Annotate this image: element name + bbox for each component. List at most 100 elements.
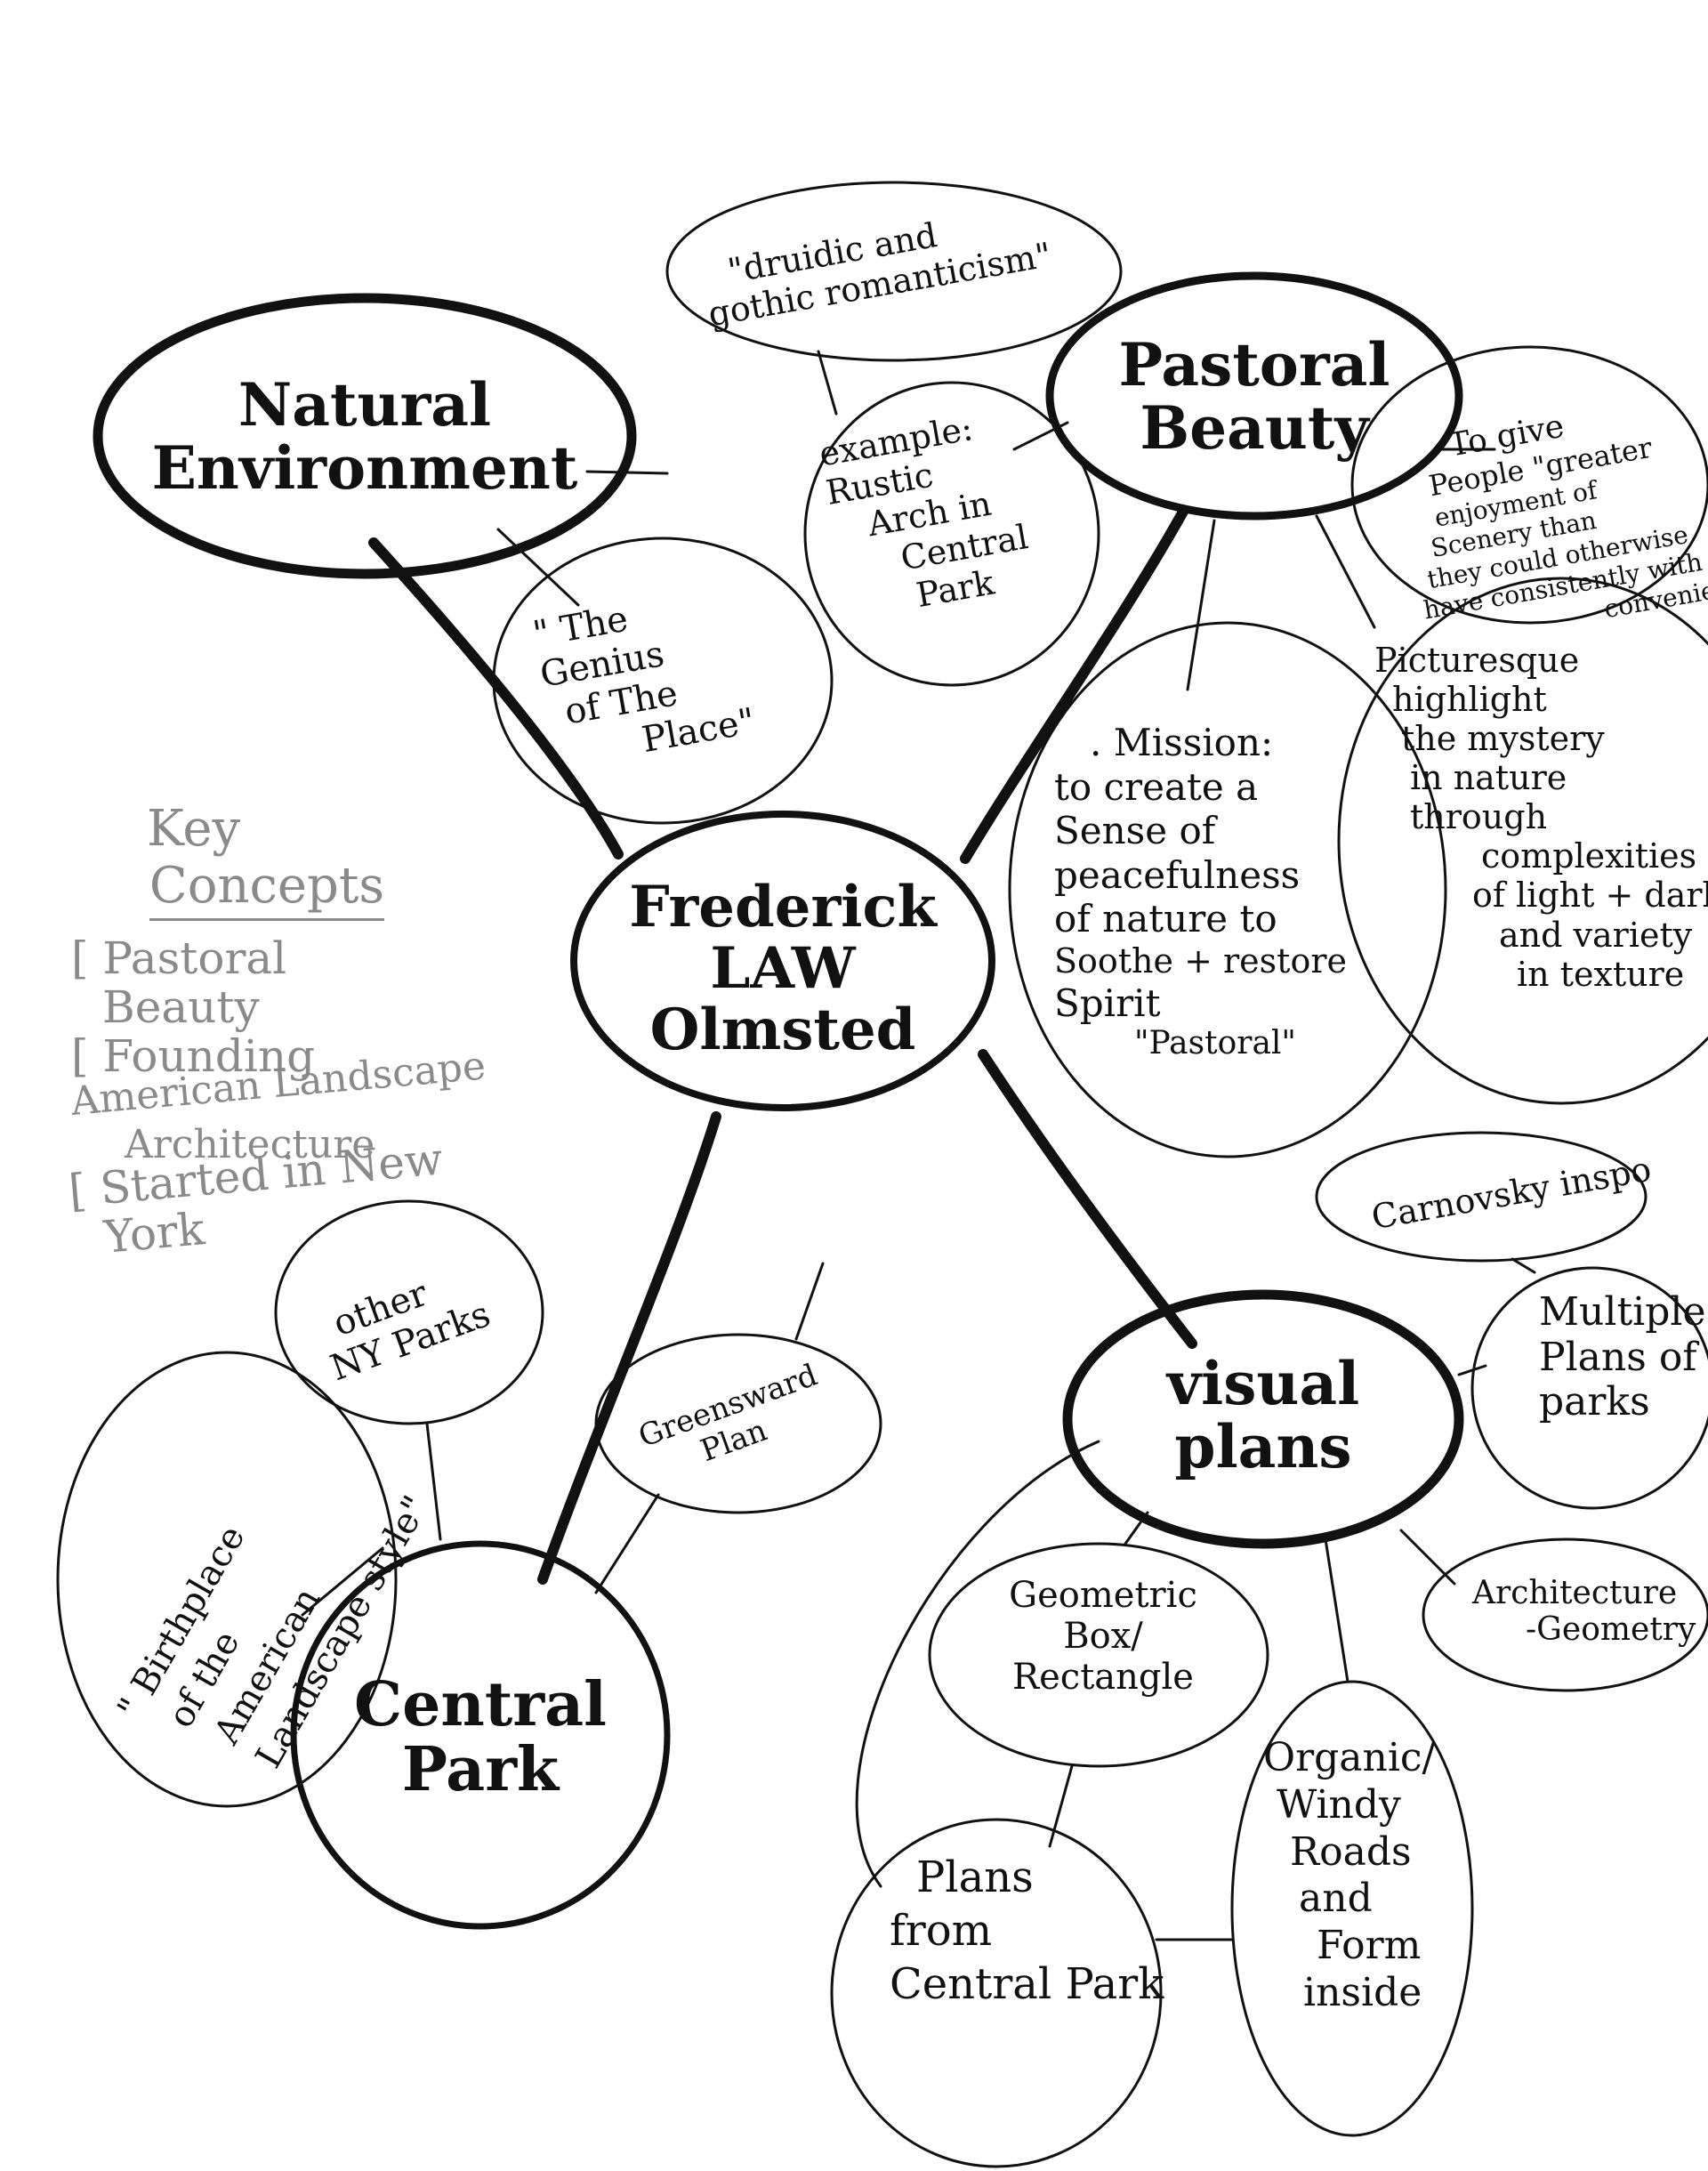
natural-environment-label: Natural Environment — [142, 370, 587, 504]
center-line-3: Olmsted — [649, 997, 916, 1064]
note-mission: . Mission: to create a Sense of peaceful… — [1054, 721, 1347, 1063]
note-picturesque-line-1: Picturesque — [1374, 641, 1580, 680]
note-geometric-line-3: Rectangle — [1012, 1657, 1194, 1698]
natural-environment-ellipse — [93, 293, 637, 579]
genius-bubble — [492, 537, 834, 825]
key-concept-item-1: [ Pastoral Beauty — [71, 934, 487, 1032]
connector-visual-architecture — [1399, 1529, 1456, 1586]
center-line-2: LAW — [710, 935, 856, 1003]
connector-otherny-centralpark — [425, 1422, 442, 1541]
note-picturesque-line-5: through — [1410, 797, 1548, 837]
spoke-natural-environment — [368, 537, 624, 860]
note-mission-line-6: Soothe + restore — [1054, 940, 1347, 981]
pastoral-beauty-label: Pastoral Beauty — [1085, 330, 1423, 464]
note-organic-line-1: Organic/ — [1263, 1735, 1436, 1780]
note-architecture: Architecture -Geometry — [1472, 1575, 1696, 1649]
note-picturesque-line-2: highlight — [1392, 680, 1547, 720]
birthplace-bubble — [56, 1351, 398, 1808]
connector-geometric-plans — [1048, 1764, 1074, 1848]
note-picturesque-line-4: in nature — [1410, 758, 1567, 798]
note-picturesque: Picturesque highlight the mystery in nat… — [1374, 641, 1708, 994]
spoke-pastoral-beauty — [960, 506, 1188, 864]
key-concept-item-2-line-1: [ Founding — [71, 1030, 316, 1082]
key-concepts-list: [ Pastoral Beauty [ Founding American La… — [67, 934, 487, 1265]
multiple-plans-bubble — [1470, 1266, 1708, 1510]
note-mission-line-5: of nature to — [1054, 897, 1277, 941]
note-mission-line-7: Spirit — [1054, 981, 1161, 1025]
central-park-line-2: Park — [401, 1734, 560, 1806]
note-picturesque-line-7: of light + dark — [1472, 876, 1708, 916]
picturesque-bubble — [1337, 577, 1708, 1105]
central-park-ellipse — [290, 1540, 671, 1930]
note-multiple-plans-line-2: Plans of — [1539, 1334, 1697, 1380]
key-concepts-title: Key Concepts — [116, 800, 418, 922]
key-concept-item-1-line-2: Beauty — [102, 981, 260, 1033]
visual-plans-line-2: plans — [1174, 1412, 1352, 1482]
note-picturesque-line-3: the mystery — [1401, 719, 1605, 759]
key-concepts-title-line-2-wrap: Concepts — [116, 857, 418, 922]
key-concepts-title-line-2: Concepts — [149, 857, 385, 922]
center-node-ellipse — [570, 811, 995, 1111]
natural-environment-line-1: Natural — [238, 370, 492, 440]
note-organic: Organic/ Windy Roads and Form inside — [1263, 1735, 1435, 2017]
connector-visual-geometric — [1124, 1511, 1149, 1546]
note-organic-line-2: Windy — [1277, 1781, 1401, 1828]
connector-pastoral-mission — [1186, 519, 1216, 691]
note-picturesque-line-8: and variety — [1499, 915, 1693, 955]
spoke-central-park — [537, 1111, 721, 1585]
mission-bubble — [1008, 621, 1447, 1158]
note-organic-line-5: Form — [1317, 1923, 1422, 1969]
note-mission-line-8: "Pastoral" — [1134, 1025, 1296, 1062]
note-architecture-line-2: -Geometry — [1526, 1611, 1696, 1649]
note-geometric-line-2: Box/ — [1063, 1616, 1143, 1657]
key-concept-item-1-line-1: [ Pastoral — [71, 932, 287, 984]
connector-greensward-centralpark — [594, 1493, 660, 1594]
note-geometric: Geometric Box/ Rectangle — [996, 1575, 1210, 1698]
connector-arch-pastoral — [1012, 421, 1069, 451]
to-give-bubble — [1350, 345, 1708, 625]
note-rustic-arch: example: Rustic Arch in Central Park — [816, 403, 1038, 627]
note-multiple-plans-line-3: parks — [1539, 1379, 1650, 1425]
connector-birthplace-centralpark — [301, 1546, 384, 1617]
organic-bubble — [1230, 1680, 1474, 2137]
center-line-1: Frederick — [629, 874, 937, 940]
note-picturesque-line-6: complexities — [1481, 836, 1697, 876]
note-plans-from-line-2: from — [890, 1906, 993, 1956]
visual-plans-line-1: visual — [1166, 1349, 1360, 1418]
connector-visual-organic — [1324, 1537, 1349, 1683]
spoke-visual-plans — [978, 1049, 1197, 1349]
plans-from-bubble — [830, 1818, 1163, 2168]
note-organic-line-6: inside — [1303, 1969, 1422, 2015]
pastoral-beauty-ellipse — [1045, 271, 1463, 521]
connector-druidic-arch — [817, 350, 838, 416]
pastoral-beauty-line-1: Pastoral — [1118, 330, 1390, 399]
note-plans-from-line-3: Central Park — [890, 1959, 1164, 2009]
note-multiple-plans: Multiple Plans of parks — [1539, 1289, 1706, 1425]
note-mission-line-1: . Mission: — [1090, 721, 1274, 764]
other-ny-bubble — [274, 1199, 544, 1425]
visual-plans-label: visual plans — [1121, 1352, 1406, 1480]
note-organic-line-3: Roads — [1290, 1828, 1412, 1875]
note-organic-line-4: and — [1299, 1876, 1373, 1922]
key-concept-item-2: [ Founding American Landscape Architectu… — [69, 1030, 487, 1167]
natural-environment-line-2: Environment — [151, 433, 578, 504]
greensward-bubble — [594, 1333, 882, 1514]
central-park-line-1: Central — [354, 1669, 607, 1740]
connector-carnovsky-multiple — [1511, 1257, 1536, 1274]
carnovsky-bubble — [1315, 1131, 1648, 1263]
pastoral-beauty-line-2: Beauty — [1140, 393, 1369, 464]
note-multiple-plans-line-1: Multiple — [1539, 1289, 1706, 1335]
note-mission-line-2: to create a — [1054, 764, 1259, 809]
note-plans-from-line-1: Plans — [916, 1852, 1034, 1902]
note-plans-from: Plans from Central Park — [890, 1851, 1164, 2011]
architecture-bubble — [1422, 1537, 1708, 1692]
visual-plans-ellipse — [1062, 1289, 1464, 1549]
connector-visual-plans-loop — [855, 1440, 1100, 1888]
note-architecture-line-1: Architecture — [1472, 1575, 1678, 1611]
connector-natural-tail — [585, 470, 669, 475]
note-picturesque-line-9: in texture — [1517, 954, 1685, 994]
connector-visual-multiple — [1457, 1364, 1487, 1376]
note-geometric-line-1: Geometric — [1009, 1575, 1197, 1616]
note-mission-line-3: Sense of — [1054, 809, 1216, 853]
